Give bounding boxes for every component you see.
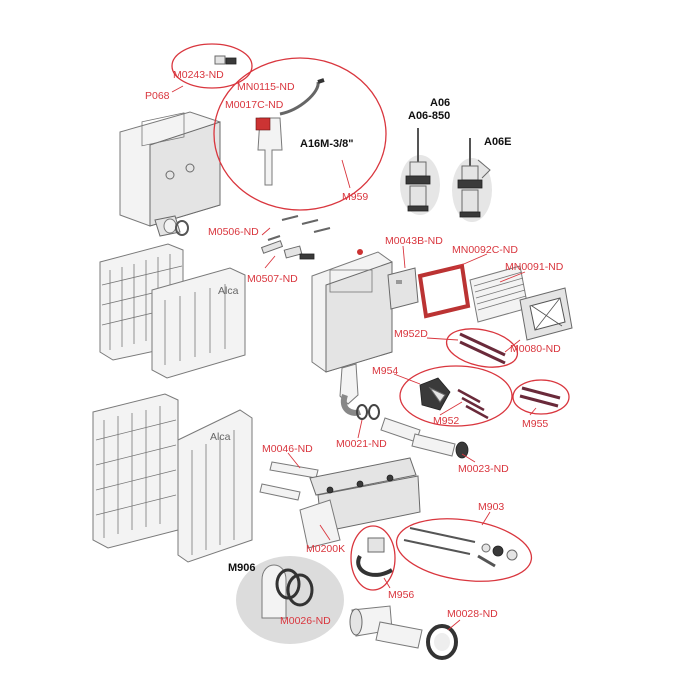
callout-ring-m903 [395,518,533,582]
label-m0243: M0243-ND [173,69,224,81]
cistern-middle [311,249,393,405]
label-a16m: A16M-3/8" [300,138,354,150]
label-m959: M959 [342,191,368,203]
label-m906: M906 [228,562,256,574]
clips-m0507 [283,245,315,260]
callout-ring-m954 [399,365,513,427]
label-m0080: M0080-ND [510,343,561,355]
label-m0043b: M0043B-ND [385,235,443,247]
gasket-mn0092c [417,263,471,319]
fill-valve-group [213,57,387,211]
flush-valve-a06 [400,128,440,215]
label-m954: M954 [372,365,398,377]
label-m0021: M0021-ND [336,438,387,450]
label-m955: M955 [522,418,548,430]
insulation-panels-lower [92,393,253,563]
label-m0507: M0507-ND [247,273,298,285]
label-mn0092c: MN0092C-ND [452,244,518,256]
label-m0046: M0046-ND [262,443,313,455]
label-a06-850: A06-850 [408,110,450,122]
callout-ring-m952d [445,328,519,368]
brand-mark-upper: Alca [218,285,239,297]
frame-bracket-m0200k [299,457,421,549]
cover-m0080 [519,287,573,341]
label-m0200k: M0200K [306,543,345,555]
bolts-m0046 [259,461,319,501]
insulation-panels-upper [99,243,246,379]
frame-mn0091 [469,265,529,323]
clamp-m956 [350,525,396,591]
rods-m952d [445,328,519,368]
pipe-m0021 [340,394,421,443]
plate-m0043b [387,267,419,310]
rods-m955 [512,379,570,415]
label-a06: A06 [430,97,450,109]
label-m903: M903 [478,501,504,513]
label-p068: P068 [145,90,170,102]
sleeve-m0028 [349,605,458,660]
actuator-m954-group [399,365,513,427]
label-m956: M956 [388,589,414,601]
brand-mark-lower: Alca [210,431,231,443]
label-m952d: M952D [394,328,428,340]
connector-rings-upper [163,218,189,236]
rods-m903 [395,518,533,582]
label-m0028: M0028-ND [447,608,498,620]
callout-ring-m956 [350,525,396,591]
elbow-m906-group [236,556,344,644]
pipe-m0023 [411,433,469,459]
label-m0026: M0026-ND [280,615,331,627]
label-m952: M952 [433,415,459,427]
callout-ring-m959 [213,57,387,211]
flush-valve-a06e [452,138,492,222]
label-m0023: M0023-ND [458,463,509,475]
fitting-m0243 [171,43,253,89]
screws-m0506 [260,215,331,254]
label-mn0091: MN0091-ND [505,261,564,273]
callout-ring-m0243 [171,43,253,89]
cistern-upper [119,111,221,237]
label-a06e: A06E [484,136,512,148]
callout-ring-m955 [512,379,570,415]
label-mn0115: MN0115-ND [237,81,295,93]
label-m0017c: M0017C-ND [225,99,284,111]
label-m0506: M0506-ND [208,226,259,238]
